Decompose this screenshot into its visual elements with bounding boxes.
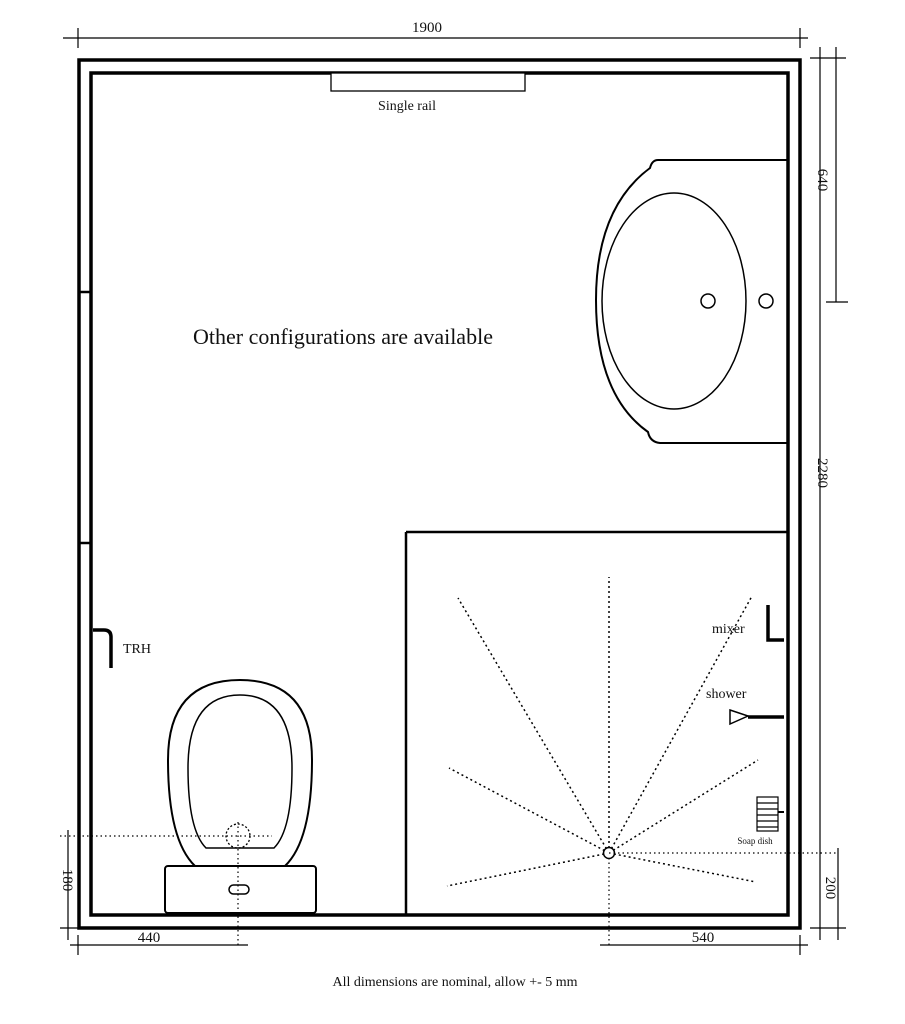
basin-tap-hole bbox=[758, 293, 774, 309]
basin bbox=[594, 159, 788, 444]
soap-dish: Soap dish bbox=[737, 796, 784, 846]
shower-center-y-label: 200 bbox=[822, 877, 838, 900]
toilet-roll-holder: TRH bbox=[93, 628, 151, 668]
soap-dish-label: Soap dish bbox=[737, 836, 773, 846]
trh-label: TRH bbox=[123, 642, 151, 657]
footer-note: All dimensions are nominal, allow +- 5 m… bbox=[332, 975, 577, 990]
room-walls bbox=[77, 58, 802, 930]
shower-center-x-label: 540 bbox=[692, 930, 715, 946]
shower-label: shower bbox=[706, 687, 747, 702]
basin-waste-hole bbox=[700, 293, 716, 309]
rail-label: Single rail bbox=[378, 99, 436, 114]
top-dimension: 1900 bbox=[63, 20, 808, 48]
toilet-center-x-label: 440 bbox=[138, 930, 161, 946]
shower-head: shower bbox=[706, 687, 784, 726]
toilet bbox=[60, 678, 317, 945]
height-dimension-label: 2280 bbox=[814, 458, 830, 488]
right-dimension: 640 2280 bbox=[810, 47, 848, 940]
bottom-dimensions: 440 540 bbox=[70, 930, 808, 955]
width-dimension-label: 1900 bbox=[412, 20, 442, 36]
mixer-label: mixer bbox=[712, 622, 745, 637]
flush-button bbox=[228, 884, 250, 895]
single-rail: Single rail bbox=[330, 72, 526, 114]
configuration-note: Other configurations are available bbox=[193, 324, 493, 349]
left-dimension: 180 bbox=[59, 830, 86, 940]
right-lower-dimension: 200 bbox=[822, 848, 839, 940]
toilet-center-y-label: 180 bbox=[59, 869, 75, 892]
mixer-valve: mixer bbox=[712, 605, 784, 642]
shower-floor-fall-lines bbox=[446, 577, 759, 887]
shower-enclosure bbox=[404, 530, 838, 945]
basin-offset-label: 640 bbox=[814, 169, 830, 192]
toilet-cistern bbox=[164, 865, 317, 914]
